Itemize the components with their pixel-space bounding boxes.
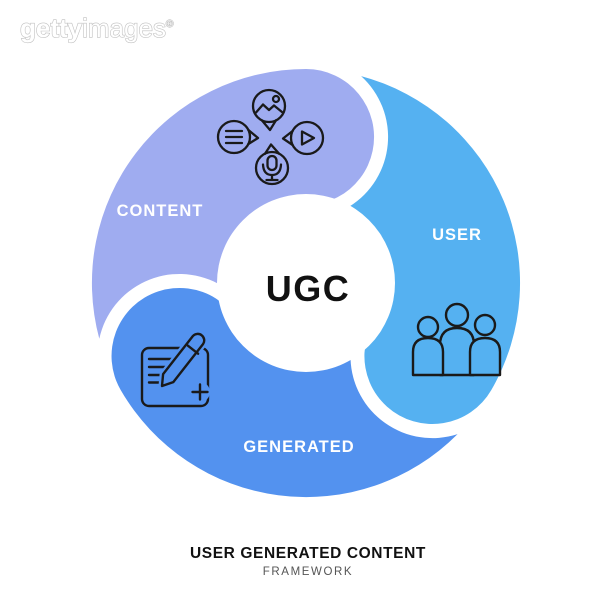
image-sun-dot	[271, 94, 281, 104]
center-acronym: UGC	[266, 268, 351, 309]
center-circle	[217, 194, 395, 372]
caption-subtitle: FRAMEWORK	[263, 566, 353, 578]
users-group-icon	[411, 302, 502, 377]
pencil-outline	[160, 332, 206, 388]
segment-ring	[91, 68, 520, 498]
plus-sign	[191, 383, 209, 401]
microphone-body	[266, 154, 278, 172]
caption-title: USER GENERATED CONTENT	[190, 545, 426, 562]
watermark-bold: getty	[20, 13, 83, 43]
left-person-head	[416, 315, 440, 339]
audio-bubble-tail	[263, 143, 281, 155]
microphone-stand	[261, 163, 283, 182]
image-bubble-tail	[260, 119, 278, 132]
video-bubble-tail	[281, 129, 294, 147]
create-content-icon	[140, 330, 210, 408]
right-person-body	[468, 336, 502, 377]
label-user: USER	[432, 226, 482, 244]
text-bubble	[216, 119, 252, 155]
label-content: CONTENT	[117, 202, 204, 220]
image-bubble	[251, 88, 287, 124]
right-person-head	[473, 313, 497, 337]
text-lines	[224, 129, 244, 145]
center-person-head	[444, 302, 470, 328]
segment-user	[349, 76, 520, 424]
watermark-light: images	[82, 13, 166, 43]
watermark-registered: ®	[166, 19, 174, 30]
image-mountains	[254, 103, 284, 114]
text-bubble-tail	[247, 128, 260, 146]
segment-content	[91, 68, 375, 339]
left-person-body	[411, 336, 445, 377]
pencil-eraser-band	[186, 344, 200, 355]
video-bubble	[289, 120, 325, 156]
document-card	[140, 346, 210, 408]
play-triangle	[300, 130, 316, 146]
audio-bubble	[254, 150, 290, 186]
gettyimages-watermark: gettyimages®	[20, 13, 174, 43]
label-generated: GENERATED	[243, 438, 354, 456]
media-bubbles-icon	[216, 88, 325, 186]
